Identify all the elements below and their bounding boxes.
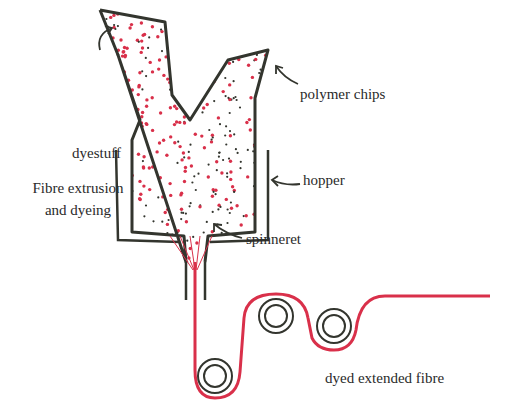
dyed-fibre [195,262,490,398]
hopper-edge [100,10,118,55]
part-label: dyed extended fibre [325,368,444,390]
part-label: hopper [303,170,345,192]
part-label: dyestuff [72,143,121,165]
filament-streaks [170,236,212,270]
chip-dots [98,8,271,264]
part-label: polymer chips [300,84,385,106]
hopper-outline [100,10,268,262]
leader-arrows [99,26,300,238]
part-label: spinneret [246,229,301,251]
part-label: Fibre extrusion and dyeing [30,178,126,222]
hopper-housing [116,150,268,242]
